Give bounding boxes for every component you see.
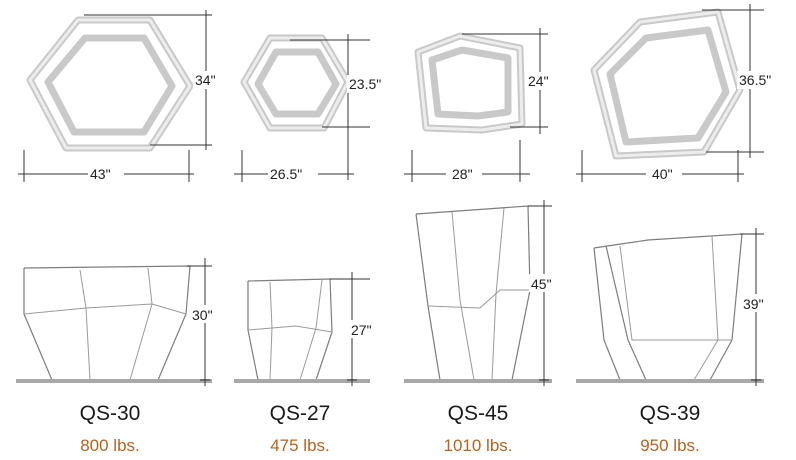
weight-qs-27: 475 lbs. xyxy=(270,436,330,455)
dimension-height-qs-45: 45" xyxy=(528,200,559,386)
height-label-qs-45: 45" xyxy=(531,276,552,292)
product-qs-39: 36.5" 40" 39" QS-39 950 lbs. xyxy=(576,4,781,455)
width-label-qs-27: 26.5" xyxy=(270,166,302,182)
side-view-qs-45 xyxy=(404,205,552,383)
dimension-height-qs-30: 30" xyxy=(187,258,222,386)
side-view-qs-30 xyxy=(16,265,212,383)
dimension-height-qs-39: 39" xyxy=(740,228,771,386)
height-label-qs-30: 30" xyxy=(192,307,213,323)
model-name-qs-30: QS-30 xyxy=(80,402,141,425)
product-qs-45: 24" 28" 45" QS-45 1010 lbs. xyxy=(404,28,559,455)
weight-qs-45: 1010 lbs. xyxy=(444,436,513,455)
depth-label-qs-30: 34" xyxy=(195,72,216,88)
depth-label-qs-45: 24" xyxy=(528,73,549,89)
model-name-qs-45: QS-45 xyxy=(448,402,509,425)
dimension-depth-qs-39: 36.5" xyxy=(702,4,781,158)
top-view-qs-27 xyxy=(240,34,352,132)
dimension-depth-qs-27: 23.5" xyxy=(290,34,391,180)
width-label-qs-30: 43" xyxy=(90,166,111,182)
model-name-qs-39: QS-39 xyxy=(640,402,701,425)
side-view-qs-27 xyxy=(234,278,370,383)
width-label-qs-39: 40" xyxy=(652,166,673,182)
product-qs-30: 34" 43" 30" QS-30 800 lbs. xyxy=(16,10,223,455)
height-label-qs-27: 27" xyxy=(351,322,372,338)
depth-label-qs-39: 36.5" xyxy=(739,72,771,88)
dimension-width-qs-39: 40" xyxy=(576,150,744,183)
weight-qs-30: 800 lbs. xyxy=(80,436,140,455)
dimension-width-qs-45: 28" xyxy=(404,140,530,183)
top-view-qs-45 xyxy=(414,32,526,134)
depth-label-qs-27: 23.5" xyxy=(349,76,381,92)
dimension-depth-qs-30: 34" xyxy=(84,10,223,150)
product-qs-27: 23.5" 26.5" 27" QS-27 475 lbs. xyxy=(234,34,391,455)
top-view-qs-30 xyxy=(26,16,194,152)
weight-qs-39: 950 lbs. xyxy=(640,436,700,455)
dimension-height-qs-27: 27" xyxy=(330,272,381,386)
dimension-depth-qs-45: 24" xyxy=(462,28,556,134)
model-name-qs-27: QS-27 xyxy=(270,402,331,425)
top-view-qs-39 xyxy=(590,8,744,160)
dimension-width-qs-27: 26.5" xyxy=(234,150,354,183)
width-label-qs-45: 28" xyxy=(452,166,473,182)
height-label-qs-39: 39" xyxy=(743,296,764,312)
dimension-width-qs-30: 43" xyxy=(18,150,194,183)
side-view-qs-39 xyxy=(576,233,764,383)
